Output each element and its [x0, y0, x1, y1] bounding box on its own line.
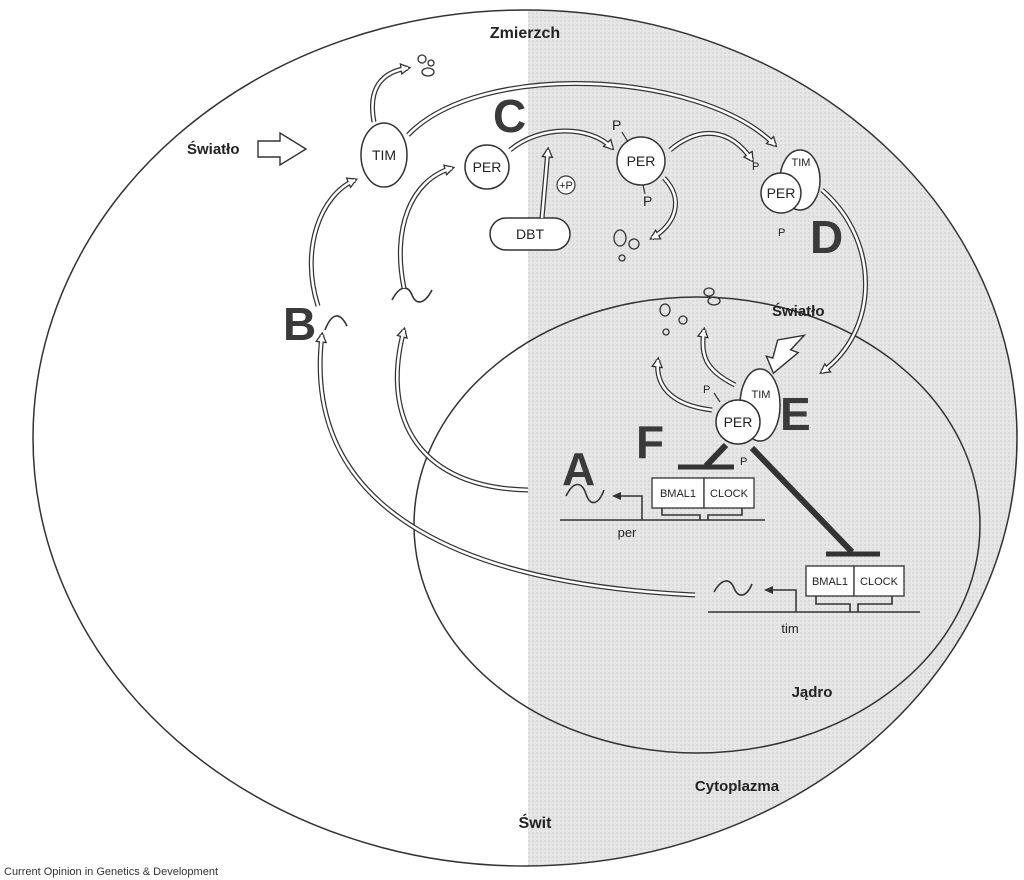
- repression-line-per: [703, 442, 729, 469]
- tim-mrna-cytoplasm: [324, 315, 348, 331]
- per-mrna-export-arrow-inner: [396, 329, 529, 492]
- cytoplasm-label: Cytoplazma: [695, 778, 780, 795]
- nuclear-per-label: PER: [724, 414, 753, 430]
- dusk-label: Zmierzch: [490, 25, 560, 42]
- per-protein-cytoplasm: [464, 144, 510, 190]
- per-mrna-nucleus: [565, 483, 605, 504]
- per-phosphate-1: P: [612, 117, 621, 133]
- light-arrow-nucleus: [765, 334, 807, 375]
- stage-d-label: D: [810, 211, 843, 263]
- source-caption: Current Opinion in Genetics & Developmen…: [4, 866, 218, 878]
- nuclear-degradation-products: [659, 287, 721, 336]
- phosphate-ion: [556, 175, 576, 195]
- dbt-label: DBT: [516, 226, 544, 242]
- tim-protein-cytoplasm: [360, 122, 408, 188]
- per-bmal1-label: BMAL1: [660, 488, 696, 500]
- tim-translation-arrow: [308, 180, 355, 307]
- tim-gene: BMAL1 CLOCK tim: [708, 565, 920, 636]
- tim-gene-label: tim: [781, 621, 798, 636]
- nuclear-phosphate-2: P: [740, 456, 747, 468]
- per-gene: BMAL1 CLOCK per: [560, 477, 765, 540]
- light-label-left: Światło: [187, 140, 240, 158]
- dawn-label: Świt: [519, 813, 553, 832]
- night-shading: [528, 10, 1017, 866]
- tim-degradation-products: [417, 54, 435, 77]
- per-phosphorylated-label: PER: [627, 153, 656, 169]
- per-tim-complex-cytoplasm: TIM PER P P: [752, 149, 821, 239]
- tim-mrna-nucleus: [713, 580, 753, 596]
- per-gene-label: per: [618, 525, 637, 540]
- per-phosphorylated-cytoplasm: [616, 136, 666, 186]
- tim-bmal1-label: BMAL1: [812, 576, 848, 588]
- complex-phosphate-1: P: [752, 161, 759, 173]
- light-label-nucleus: Światło: [772, 302, 825, 320]
- stage-f-label: F: [636, 416, 664, 468]
- phosphate-ion-label: +P: [559, 180, 573, 192]
- per-clock-label: CLOCK: [710, 488, 749, 500]
- complex-phosphate-2: P: [778, 227, 785, 239]
- repression-line-tim: [749, 445, 855, 555]
- stage-c-label: C: [493, 90, 526, 142]
- per-mrna-cytoplasm: [391, 287, 433, 303]
- dbt-kinase: [489, 217, 571, 251]
- per-degradation-products: [613, 229, 640, 262]
- cell-membrane: [32, 9, 1018, 867]
- complex-per-label: PER: [767, 185, 796, 201]
- stage-b-label: B: [283, 298, 316, 350]
- nuclear-tim-label: TIM: [752, 389, 771, 401]
- tim-clock-label: CLOCK: [860, 576, 899, 588]
- per-tim-complex-nucleus: TIM PER P P: [703, 368, 781, 468]
- per-translation-arrow: [397, 168, 452, 289]
- nucleus-label: Jądro: [792, 684, 833, 701]
- per-mrna-export-arrow: [394, 330, 529, 493]
- nuclear-phosphate-1: P: [703, 384, 710, 396]
- per-phosphate-2: P: [643, 193, 652, 209]
- tim-mrna-export-arrow-inner: [319, 334, 696, 597]
- tim-degradation-arrow: [370, 68, 408, 123]
- tim-protein-label: TIM: [372, 147, 396, 163]
- complex-tim-label: TIM: [792, 157, 811, 169]
- light-arrow-left: [257, 131, 308, 167]
- per-protein-label: PER: [473, 159, 502, 175]
- stage-e-label: E: [780, 388, 811, 440]
- stage-a-label: A: [562, 443, 595, 495]
